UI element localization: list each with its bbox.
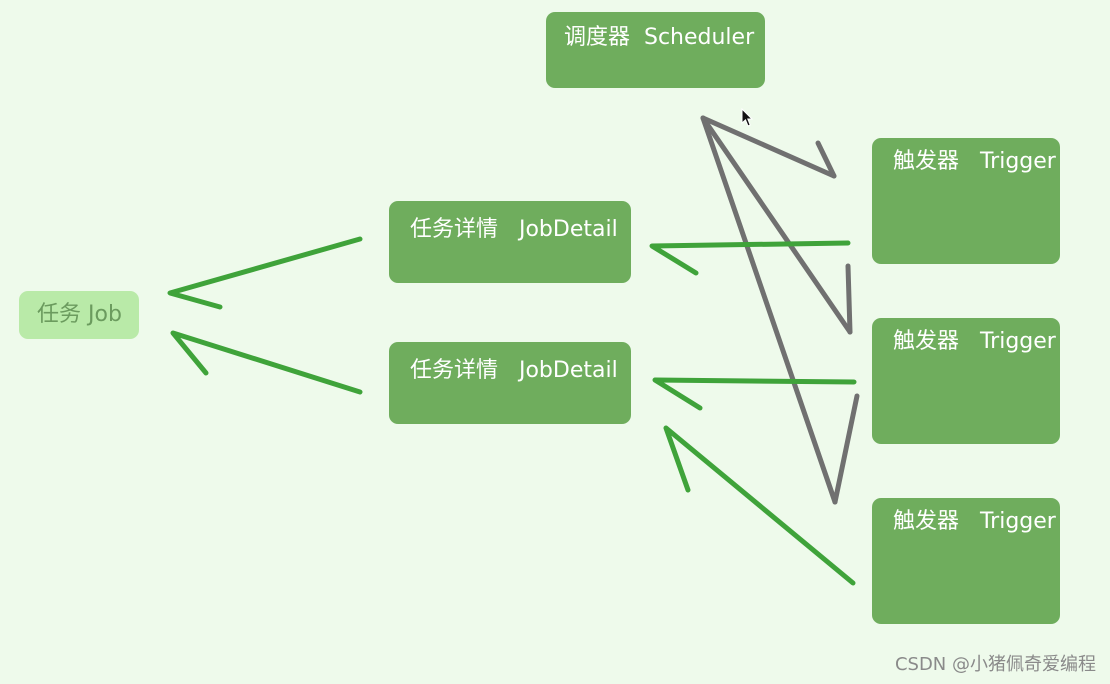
detail-2-to-job-arrow <box>170 330 363 395</box>
trigger-label-1: 触发器 Trigger <box>893 149 1056 174</box>
job-detail-label-2: 任务详情 JobDetail <box>410 358 618 383</box>
scheduler-trigger-3-arrow-head <box>832 393 860 505</box>
scheduler-trigger-2-arrow-shaft <box>700 115 853 335</box>
job-detail-label-1: 任务详情 JobDetail <box>410 217 618 242</box>
gray-arrows <box>700 115 860 505</box>
detail-1-to-job-arrow <box>167 236 363 310</box>
job-node: 任务 Job <box>19 291 139 339</box>
watermark: CSDN @小猪佩奇爱编程 <box>894 654 1096 675</box>
scheduler-trigger-3-arrow-shaft <box>700 115 838 505</box>
scheduler-trigger-2-arrow-head <box>845 263 853 335</box>
mouse-cursor-icon <box>741 108 753 127</box>
scheduler-trigger-1-arrow-head <box>815 140 837 179</box>
scheduler-label: 调度器 Scheduler <box>564 25 755 50</box>
job-detail-node-2: 任务详情 JobDetail <box>389 342 631 424</box>
trigger-label-3: 触发器 Trigger <box>893 509 1056 534</box>
trigger-3-to-detail-2-arrow <box>663 425 856 586</box>
trigger-label-2: 触发器 Trigger <box>893 329 1056 354</box>
trigger-1-to-detail-1-arrow <box>649 240 851 276</box>
scheduler-trigger-1-arrow-shaft <box>700 115 837 179</box>
job-label: 任务 Job <box>37 302 122 327</box>
trigger-2-to-detail-2-arrow <box>652 377 857 411</box>
trigger-node-1: 触发器 Trigger <box>872 138 1060 264</box>
job-detail-node-1: 任务详情 JobDetail <box>389 201 631 283</box>
trigger-node-2: 触发器 Trigger <box>872 318 1060 444</box>
scheduler-node: 调度器 Scheduler <box>546 12 765 88</box>
trigger-node-3: 触发器 Trigger <box>872 498 1060 624</box>
